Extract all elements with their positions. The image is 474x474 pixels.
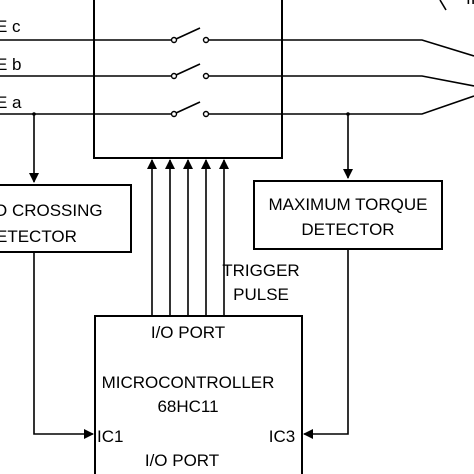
phase-b-label: E b (0, 55, 22, 74)
switch-phase-a (170, 101, 210, 118)
switch-block-outline (93, 0, 283, 159)
junction-zero-crossing (32, 112, 36, 116)
zero-crossing-line2: ETECTOR (0, 227, 77, 246)
phase-c-line-right (208, 39, 474, 57)
switch-phase-c (170, 27, 210, 44)
max-torque-to-ic3 (303, 249, 349, 439)
phase-c-label: E c (0, 17, 21, 36)
ic3-label: IC3 (269, 427, 295, 446)
microcontroller-title: MICROCONTROLLER (102, 373, 275, 392)
switch-phase-b (170, 63, 210, 80)
phase-b-line-right (208, 75, 474, 87)
phase-a-line-right (208, 95, 474, 115)
max-torque-line2: DETECTOR (301, 220, 394, 239)
microcontroller-model: 68HC11 (157, 397, 218, 416)
zero-crossing-to-ic1 (33, 252, 94, 439)
ic1-label: IC1 (97, 427, 123, 446)
zero-crossing-line1: O CROSSING (0, 201, 103, 220)
max-torque-detector-box (253, 180, 443, 250)
top-right-stroke (439, 0, 447, 11)
io-port-top-label: I/O PORT (151, 323, 225, 342)
zero-crossing-detector-box (0, 184, 132, 253)
top-right-label: II (466, 0, 474, 8)
microcontroller-box (94, 315, 303, 474)
io-port-bottom-label: I/O PORT (145, 451, 219, 470)
junction-max-torque (346, 112, 350, 116)
trigger-pulse-line2: PULSE (233, 285, 289, 304)
max-torque-line1: MAXIMUM TORQUE (269, 195, 428, 214)
trigger-pulse-line1: TRIGGER (222, 261, 299, 280)
phase-a-label: E a (0, 93, 22, 112)
